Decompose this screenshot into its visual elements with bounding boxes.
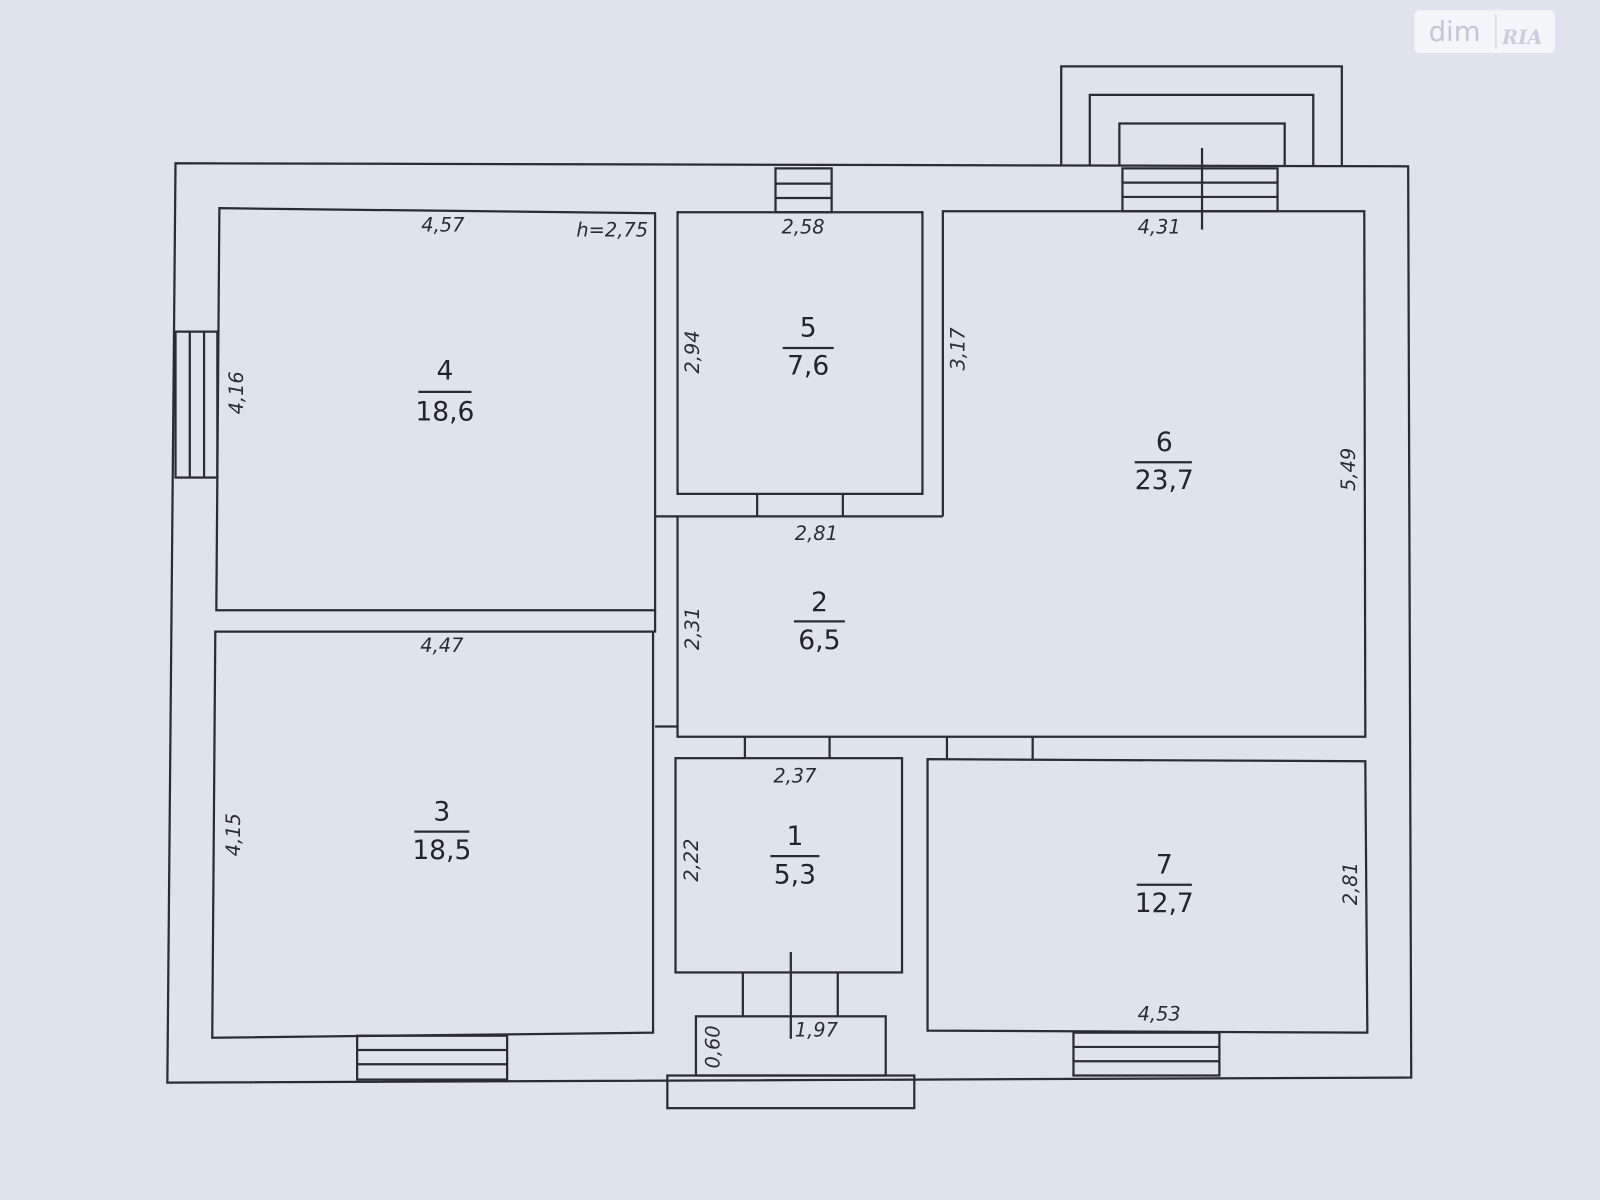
room-number: 1 [786, 821, 803, 852]
dim-label: 2,58 [781, 216, 824, 239]
room-label-7: 7 12,7 [1135, 849, 1194, 919]
room-label-6: 6 23,7 [1134, 427, 1194, 496]
dim-label: 4,57 [421, 214, 465, 237]
doors [743, 493, 1034, 761]
rear-porch [1060, 65, 1343, 230]
dim-label: 4,31 [1138, 216, 1181, 239]
dim-label: 4,15 [222, 813, 245, 856]
room-area: 18,5 [412, 835, 471, 866]
room-label-1: 1 5,3 [770, 821, 820, 891]
dim-label: 2,81 [1339, 862, 1362, 905]
dim-label: 2,81 [795, 522, 838, 545]
ceiling-height-label: h=2,75 [576, 219, 648, 242]
room-area: 7,6 [787, 350, 829, 381]
logo-sub: RIA [1501, 26, 1542, 49]
room-6-outline [676, 210, 1367, 738]
dim-label: 3,17 [946, 327, 969, 371]
room-label-5: 5 7,6 [782, 313, 834, 381]
room-area: 5,3 [774, 860, 816, 891]
room-label-3: 3 18,5 [412, 796, 471, 866]
dim-label: 2,94 [681, 330, 704, 373]
room-label-2: 2 6,5 [793, 587, 845, 656]
room-area: 6,5 [798, 625, 840, 656]
room-number: 7 [1156, 849, 1173, 880]
room-number: 6 [1156, 427, 1173, 458]
dim-label: 4,53 [1138, 1002, 1181, 1025]
room-number: 5 [800, 313, 817, 344]
outer-wall [166, 162, 1413, 1084]
dim-label: 5,49 [1337, 448, 1360, 491]
room-label-4: 4 18,6 [415, 356, 474, 428]
room-7-outline [926, 758, 1369, 1034]
room-area: 18,6 [415, 396, 474, 427]
windows [174, 167, 1221, 1081]
dim-label: 2,31 [681, 607, 704, 650]
room-number: 2 [811, 587, 828, 618]
room-area: 12,7 [1135, 888, 1194, 919]
dim-label: 2,37 [773, 765, 817, 788]
dim-label: 0,60 [701, 1025, 724, 1068]
dim-label: 2,22 [680, 839, 703, 882]
room-area: 23,7 [1135, 465, 1194, 496]
dim-label: 4,16 [225, 371, 248, 414]
room-3-outline [211, 630, 655, 1039]
room-number: 4 [436, 356, 453, 387]
dim-label: 4,47 [420, 634, 464, 657]
room-number: 3 [433, 796, 450, 827]
logo: dim RIA [1414, 10, 1556, 54]
entrance-porch [666, 952, 916, 1110]
room-1-outline [674, 757, 904, 974]
dim-label: 1,97 [795, 1019, 839, 1042]
logo-brand: dim [1429, 16, 1481, 48]
